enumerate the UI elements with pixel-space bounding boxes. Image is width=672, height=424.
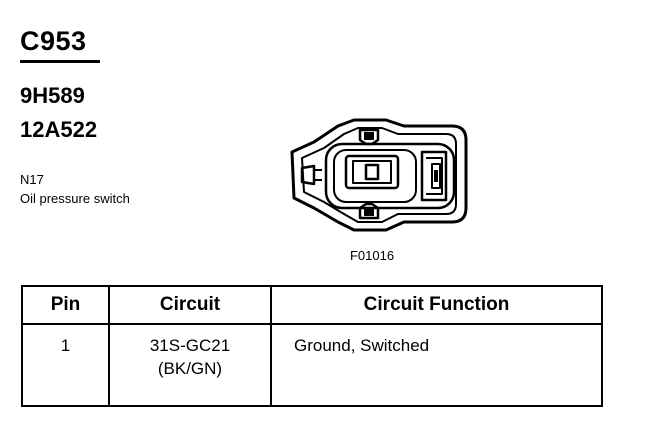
terminal-pin: [364, 163, 380, 181]
figure-code: F01016: [349, 248, 395, 263]
side-key-tab: [300, 164, 316, 186]
header-circuit: Circuit: [108, 285, 272, 325]
part-number-1: 9H589: [20, 83, 85, 108]
cell-circuit: 31S-GC21 (BK/GN): [108, 323, 272, 407]
pinout-table: Pin Circuit Circuit Function 1 31S-GC21 …: [21, 285, 603, 407]
terminal-cavity-outer: [344, 154, 400, 190]
locking-latch: [420, 150, 448, 202]
bottom-clip: [358, 202, 380, 220]
connector-face-diagram: [290, 118, 468, 232]
component-description: Oil pressure switch: [20, 191, 130, 206]
wire-color: (BK/GN): [157, 358, 223, 378]
connector-id: C953: [20, 26, 87, 56]
header-pin: Pin: [21, 285, 110, 325]
circuit-function-text: Ground, Switched: [294, 336, 430, 355]
part-number-2: 12A522: [20, 117, 98, 142]
cell-pin: 1: [21, 323, 110, 407]
cell-circuit-function: Ground, Switched: [270, 323, 603, 407]
header-circuit-function: Circuit Function: [270, 285, 603, 325]
top-clip: [358, 128, 380, 146]
seal-frame: [324, 142, 456, 210]
connector-id-underline: [20, 60, 100, 63]
housing-inner-outline: [301, 127, 457, 223]
housing-outline: [290, 118, 468, 232]
table-row: 1 31S-GC21 (BK/GN) Ground, Switched: [21, 323, 603, 407]
table-header-row: Pin Circuit Circuit Function: [21, 285, 603, 325]
circuit-code: 31S-GC21: [149, 336, 231, 355]
location-code: N17: [20, 172, 44, 187]
